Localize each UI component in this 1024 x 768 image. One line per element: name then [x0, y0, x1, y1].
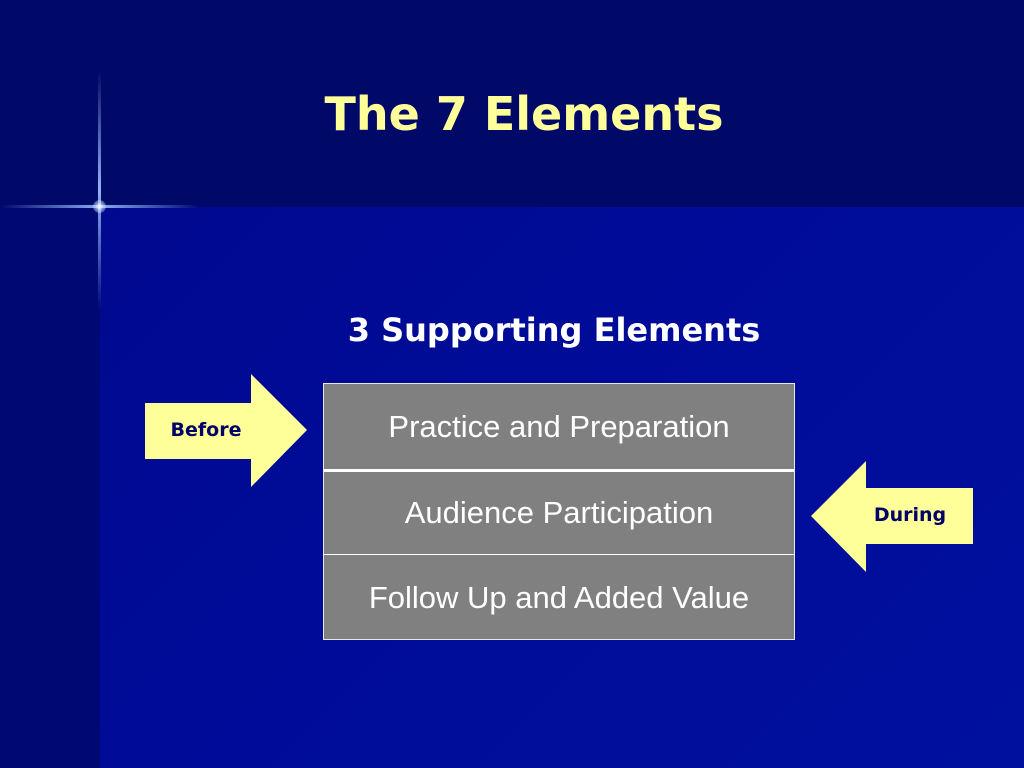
slide-subtitle: 3 Supporting Elements — [347, 311, 761, 349]
background-left-band — [0, 207, 100, 768]
element-row: Audience Participation — [324, 469, 794, 554]
element-row: Follow Up and Added Value — [324, 554, 794, 640]
before-arrow-label: Before — [170, 419, 242, 441]
background-top-band — [0, 0, 1024, 207]
slide-title: The 7 Elements — [324, 87, 724, 141]
sparkle-vertical-ray — [98, 70, 101, 310]
sparkle-star-icon — [93, 200, 106, 213]
supporting-elements-table: Practice and Preparation Audience Partic… — [323, 383, 795, 640]
element-row: Practice and Preparation — [388, 408, 730, 444]
before-arrow-icon — [145, 374, 307, 487]
during-arrow-label: During — [873, 504, 947, 526]
during-arrow-icon — [811, 461, 973, 572]
